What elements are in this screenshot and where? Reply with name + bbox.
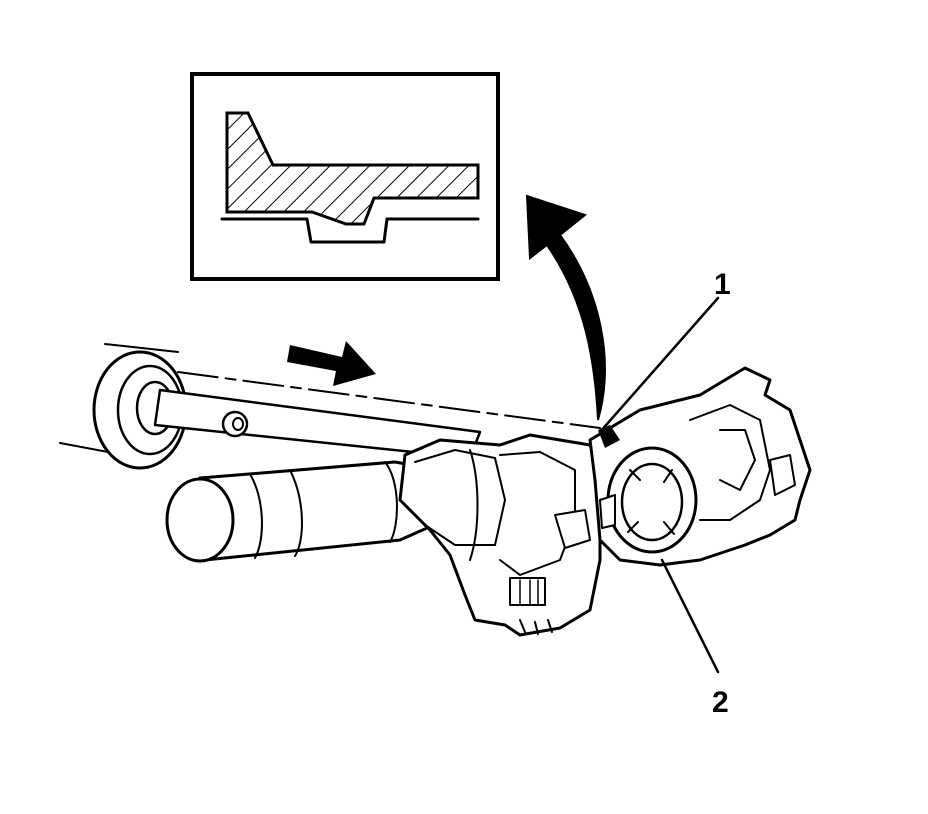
curved-arrow — [525, 194, 606, 421]
detail-inset — [190, 72, 500, 281]
mating-slot-outline — [220, 217, 480, 244]
hatched-tab-section — [225, 111, 480, 226]
leader-line-1 — [598, 296, 720, 434]
switch-housing-left — [398, 433, 602, 637]
steering-column-shaft — [59, 343, 601, 470]
install-direction-arrow — [287, 341, 376, 386]
switch-housing-right — [588, 366, 812, 567]
leader-line-2 — [660, 558, 720, 674]
turn-signal-lever — [165, 460, 447, 563]
callout-2-label: 2 — [712, 686, 729, 719]
callout-1-label: 1 — [714, 268, 731, 301]
